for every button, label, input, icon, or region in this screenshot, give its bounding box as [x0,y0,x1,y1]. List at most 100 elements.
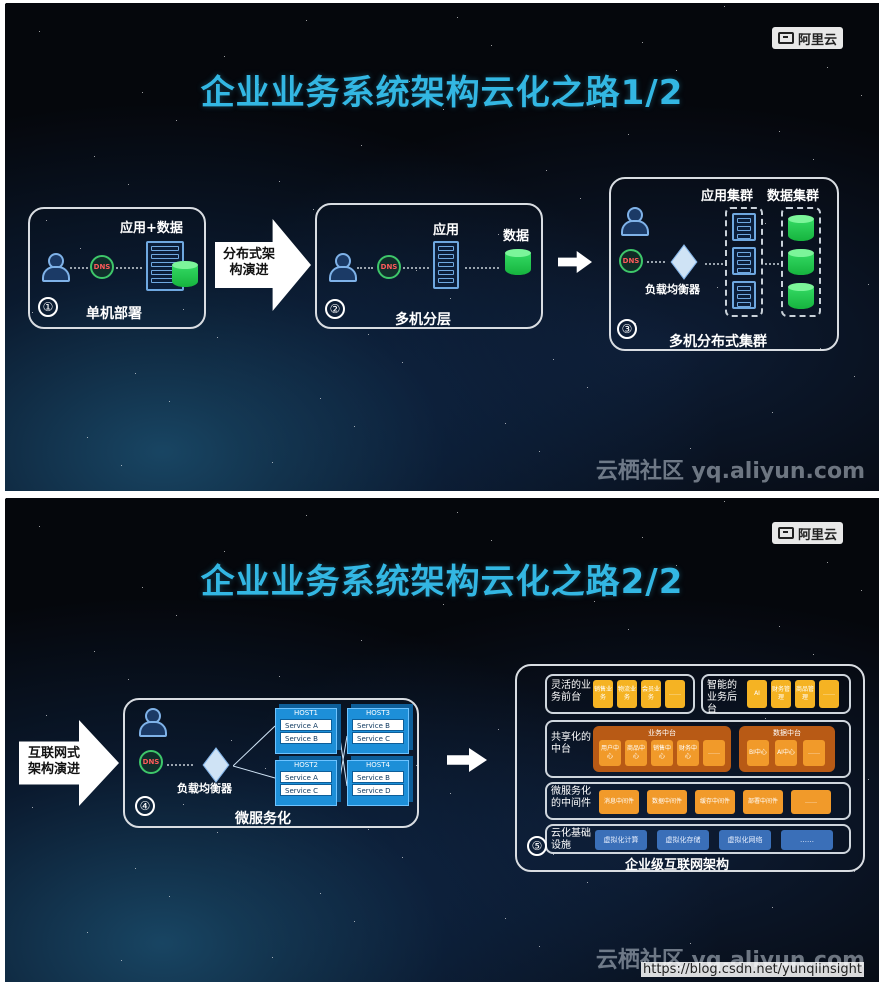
star [505,423,506,424]
data-label: 数据 [503,229,530,244]
center-item: …… [803,740,825,766]
next-arrow [558,251,592,273]
stage-4-label: 微服务化 [235,811,291,827]
star [491,540,492,541]
star [676,565,677,566]
aliyun-logo: 阿里云 [771,27,843,49]
star [128,184,129,185]
stage-4-box: DNS 负载均衡器 HOST1 Service A Service B HOST… [123,698,419,828]
user-icon [619,207,649,236]
star [594,106,595,107]
user-icon [40,253,70,282]
data-cluster-label: 数据集群 [767,189,820,204]
front-item: 销售业务 [593,680,613,708]
star [121,960,122,961]
slide-1-title: 企业业务系统架构云化之路1/2 [200,73,684,113]
connection-lines [233,725,348,787]
star [94,651,95,652]
star [39,526,40,527]
center-item: 商品中心 [625,740,647,766]
star [498,234,499,235]
star [217,337,218,338]
center-item: 财务中心 [677,740,699,766]
stage-5-number: ⑤ [527,836,547,856]
front-item: 会员业务 [641,680,661,708]
app-cluster-label: 应用集群 [701,189,754,204]
center-item: 用户中心 [599,740,621,766]
host-1: HOST1 Service A Service B [275,708,337,754]
center-item: …… [703,740,725,766]
star [361,640,362,641]
star [128,679,129,680]
star [272,462,273,463]
star [642,537,643,538]
star [724,6,725,7]
link-line [116,267,142,269]
star [765,223,766,224]
star [450,298,451,299]
star [231,740,232,741]
host-name: HOST1 [294,709,318,717]
star [779,131,780,132]
star [416,270,417,271]
dns-icon: DNS [377,255,401,279]
service-a: Service A [280,771,332,783]
service-c: Service C [280,784,332,796]
stage-1-label: 单机部署 [86,306,142,322]
infrastructure-row: 云化基础设施 虚拟化计算 虚拟化存储 虚拟化网络 …… [545,824,851,854]
dns-icon: DNS [139,750,163,774]
slide-2-title: 企业业务系统架构云化之路2/2 [200,562,684,602]
star [224,551,225,552]
star [135,373,136,374]
star [731,690,732,691]
star [142,587,143,588]
star [827,67,828,68]
star [272,957,273,958]
shared-platform-label: 共享化的中台 [551,732,591,755]
star [854,376,855,377]
business-center-title: 业务中台 [648,729,676,737]
dns-icon: DNS [619,249,643,273]
stage-5-box: 灵活的业务前台 销售业务 物流业务 会员业务 …… 智能的业务后台 AI 财务管… [515,664,865,873]
star [457,17,458,18]
star [258,84,259,85]
host-name: HOST4 [366,761,390,769]
business-front-row: 灵活的业务前台 销售业务 物流业务 会员业务 …… [545,674,695,714]
star [306,515,307,516]
star [587,882,588,883]
star [820,348,821,349]
star [354,426,355,427]
front-item: 物流业务 [617,680,637,708]
star [258,579,259,580]
star [594,601,595,602]
service-b: Service B [352,719,404,731]
link-line [647,261,665,263]
star [443,109,444,110]
star [779,626,780,627]
evolution-arrow-text: 互联网式架构演进 [27,746,80,777]
stage-2-label: 多机分层 [395,312,451,328]
star [450,793,451,794]
star [361,145,362,146]
star [491,45,492,46]
star [169,896,170,897]
star [32,807,33,808]
star [176,120,177,121]
star [135,868,136,869]
server-icon [732,213,756,241]
service-b: Service B [280,732,332,744]
star [265,768,266,769]
star [580,198,581,199]
center-item: BI中心 [747,740,769,766]
star [457,512,458,513]
star [546,170,547,171]
star [868,779,869,780]
business-center-group: 业务中台 用户中心 商品中心 销售中心 财务中心 …… [593,726,731,772]
host-3: HOST3 Service B Service C [347,708,409,754]
aliyun-logo: 阿里云 [771,522,843,544]
center-item: AI中心 [775,740,797,766]
star [306,20,307,21]
star [676,70,677,71]
middleware-item: …… [791,790,831,814]
stage-3-box: 应用集群 数据集群 DNS 负载均衡器 ③ 多机分布式集群 [609,177,839,351]
